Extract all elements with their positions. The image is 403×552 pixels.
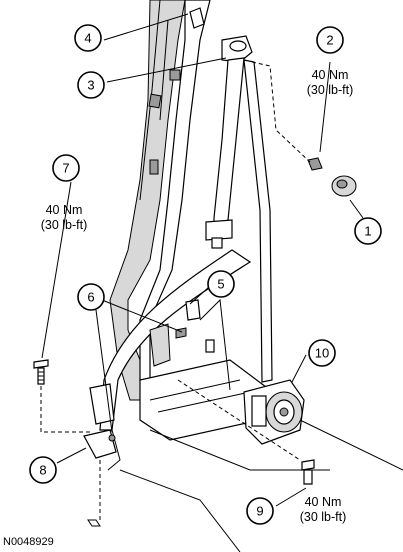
bolt-item-2 — [307, 157, 323, 171]
svg-text:10: 10 — [315, 346, 329, 361]
svg-text:N0048929: N0048929 — [3, 536, 54, 548]
cover-item-1 — [331, 175, 357, 197]
svg-text:2: 2 — [326, 33, 333, 48]
lower-anchor-item-8 — [83, 383, 117, 459]
torque-spec-item-7: 40 Nm (30 lb-ft) — [41, 203, 88, 232]
svg-text:6: 6 — [87, 290, 94, 305]
torque-lbft: (30 lb-ft) — [300, 510, 347, 524]
seat-belt-webbing — [205, 57, 273, 383]
svg-text:4: 4 — [84, 31, 91, 46]
floor-structure — [119, 298, 403, 552]
upper-anchor-d-ring — [189, 7, 253, 63]
callout-9: 9 — [246, 497, 274, 525]
torque-nm: 40 Nm — [312, 68, 349, 82]
svg-text:1: 1 — [364, 224, 371, 239]
torque-nm: 40 Nm — [46, 203, 83, 217]
svg-text:8: 8 — [39, 463, 46, 478]
retractor-assembly — [243, 379, 305, 445]
svg-text:9: 9 — [256, 504, 263, 519]
callout-8: 8 — [29, 456, 57, 484]
callout-3: 3 — [77, 71, 105, 99]
callout-7: 7 — [52, 154, 80, 182]
floor-mark — [87, 519, 101, 527]
torque-spec-item-9: 40 Nm (30 lb-ft) — [300, 495, 347, 524]
torque-nm: 40 Nm — [305, 495, 342, 509]
torque-lbft: (30 lb-ft) — [307, 83, 354, 97]
bolt-item-9 — [301, 459, 315, 485]
callout-10: 10 — [308, 339, 336, 367]
svg-text:7: 7 — [62, 161, 69, 176]
svg-text:5: 5 — [217, 277, 224, 292]
callout-2: 2 — [316, 26, 344, 54]
svg-text:3: 3 — [87, 78, 94, 93]
torque-spec-item-2: 40 Nm (30 lb-ft) — [307, 68, 354, 97]
bolt-item-7 — [33, 359, 49, 385]
callout-1: 1 — [354, 217, 382, 245]
torque-lbft: (30 lb-ft) — [41, 218, 88, 232]
leader-lines — [40, 13, 364, 520]
callout-6: 6 — [77, 283, 105, 311]
callout-5: 5 — [207, 270, 235, 298]
callout-4: 4 — [74, 24, 102, 52]
reference-number: N0048929 — [3, 536, 54, 548]
